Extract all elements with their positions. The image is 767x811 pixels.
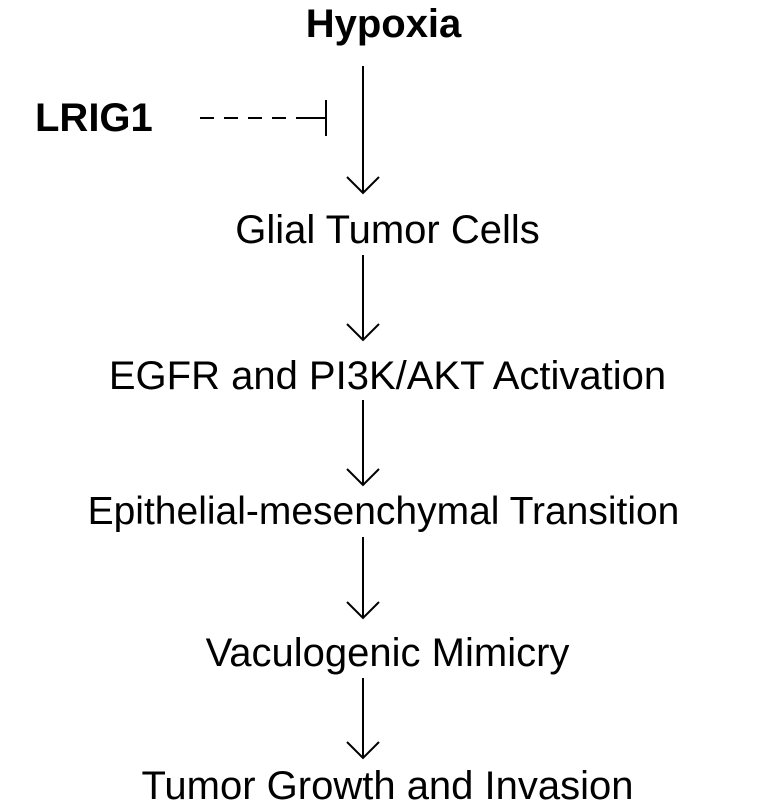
- inhibition-line-lrig1: [200, 100, 327, 136]
- node-lrig1: LRIG1: [35, 96, 153, 140]
- arrow-mimicry-to-tumor-growth: [346, 678, 380, 760]
- arrow-egfr-to-emt: [346, 400, 380, 487]
- node-glial-tumor-cells: Glial Tumor Cells: [235, 208, 540, 252]
- arrow-glial-to-egfr: [346, 255, 380, 342]
- node-tumor-growth-and-invasion: Tumor Growth and Invasion: [141, 764, 634, 808]
- node-epithelial-mesenchymal-transition: Epithelial-mesenchymal Transition: [87, 490, 680, 533]
- arrow-hypoxia-to-glial: [346, 66, 380, 195]
- arrow-emt-to-mimicry: [346, 537, 380, 620]
- node-egfr-pi3k-akt-activation: EGFR and PI3K/AKT Activation: [108, 354, 667, 398]
- node-hypoxia: Hypoxia: [305, 2, 462, 46]
- node-vaculogenic-mimicry: Vaculogenic Mimicry: [205, 631, 570, 675]
